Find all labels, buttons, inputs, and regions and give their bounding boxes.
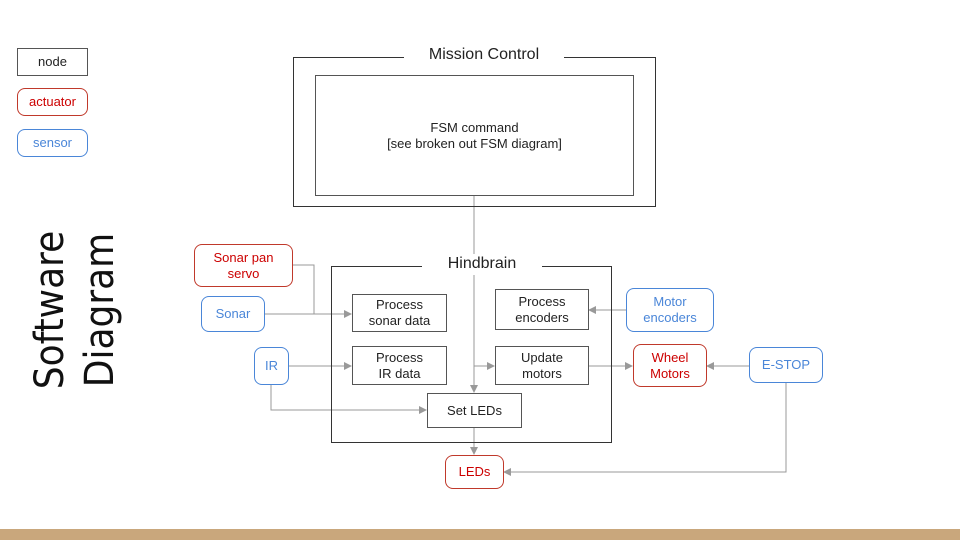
- mission-control-title: Mission Control: [404, 45, 564, 65]
- process-sonar-node: Process sonar data: [352, 294, 447, 332]
- wire-ir-to-setleds: [270, 385, 427, 414]
- motor-encoders-sensor: Motor encoders: [626, 288, 714, 332]
- ir-sensor: IR: [254, 347, 289, 385]
- bottom-accent-bar: [0, 529, 960, 540]
- hindbrain-title: Hindbrain: [422, 254, 542, 274]
- wire-estop-to-leds: [503, 383, 787, 476]
- legend-actuator: actuator: [17, 88, 88, 116]
- update-motors-node: Update motors: [495, 346, 589, 385]
- leds-actuator: LEDs: [445, 455, 504, 489]
- wheel-motors-actuator: Wheel Motors: [633, 344, 707, 387]
- wire-servo-to-sonar: [293, 264, 315, 314]
- set-leds-node: Set LEDs: [427, 393, 522, 428]
- legend-sensor: sensor: [17, 129, 88, 157]
- process-encoders-node: Process encoders: [495, 289, 589, 330]
- sonar-sensor: Sonar: [201, 296, 265, 332]
- process-ir-node: Process IR data: [352, 346, 447, 385]
- fsm-command-node: FSM command [see broken out FSM diagram]: [315, 75, 634, 196]
- sonar-pan-servo-actuator: Sonar pan servo: [194, 244, 293, 287]
- legend-node: node: [17, 48, 88, 76]
- estop-sensor: E-STOP: [749, 347, 823, 383]
